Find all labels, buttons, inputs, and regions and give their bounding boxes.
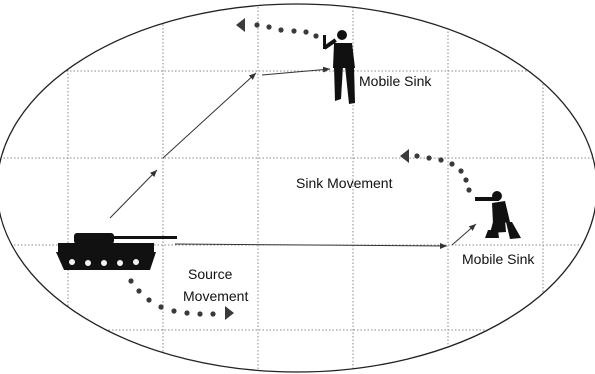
mobile-sink-right-label: Mobile Sink — [462, 251, 535, 267]
sink-movement-label: Sink Movement — [296, 175, 393, 191]
trail-arrowhead — [236, 18, 245, 32]
trail-dot — [313, 33, 319, 39]
trail-dot — [266, 24, 272, 30]
trail-dot — [438, 157, 444, 163]
trail-dot — [291, 28, 297, 34]
routing-arrows — [109, 66, 477, 249]
field-boundary — [0, 3, 595, 373]
trail-dot — [136, 288, 142, 294]
route-arrow-3 — [261, 66, 331, 76]
trail-dot — [197, 311, 203, 317]
source-trail — [128, 278, 234, 320]
trail-dot — [171, 308, 177, 314]
trail-dot — [158, 304, 164, 310]
trail-dot — [128, 278, 134, 284]
trail-dot — [426, 155, 432, 161]
trail-dot — [466, 187, 472, 193]
mobile-sink-top-label: Mobile Sink — [359, 73, 432, 89]
route-arrow-1 — [109, 169, 158, 219]
right-sink-trail — [400, 149, 472, 193]
trail-dot — [414, 153, 420, 159]
trail-dot — [449, 161, 455, 167]
trail-arrowhead — [400, 149, 409, 163]
trail-dot — [458, 168, 464, 174]
trail-dot — [303, 29, 309, 35]
trail-dot — [278, 27, 284, 33]
trail-dot — [210, 311, 216, 317]
standing-soldier-icon — [323, 30, 355, 104]
top-sink-trail — [236, 18, 319, 39]
route-arrow-direct — [174, 242, 448, 249]
trail-dot — [184, 310, 190, 316]
tank-icon — [56, 233, 177, 270]
trail-dot — [146, 297, 152, 303]
route-arrow-to-sink — [451, 223, 477, 246]
kneeling-soldier-icon — [475, 191, 521, 239]
trail-dot — [463, 177, 469, 183]
route-arrow-2 — [162, 72, 257, 159]
movement-trails — [128, 18, 472, 320]
source-movement-label-line1: Source — [188, 266, 233, 282]
trail-arrowhead — [225, 306, 234, 320]
trail-dot — [254, 22, 260, 28]
source-movement-label-line2: Movement — [183, 288, 248, 304]
